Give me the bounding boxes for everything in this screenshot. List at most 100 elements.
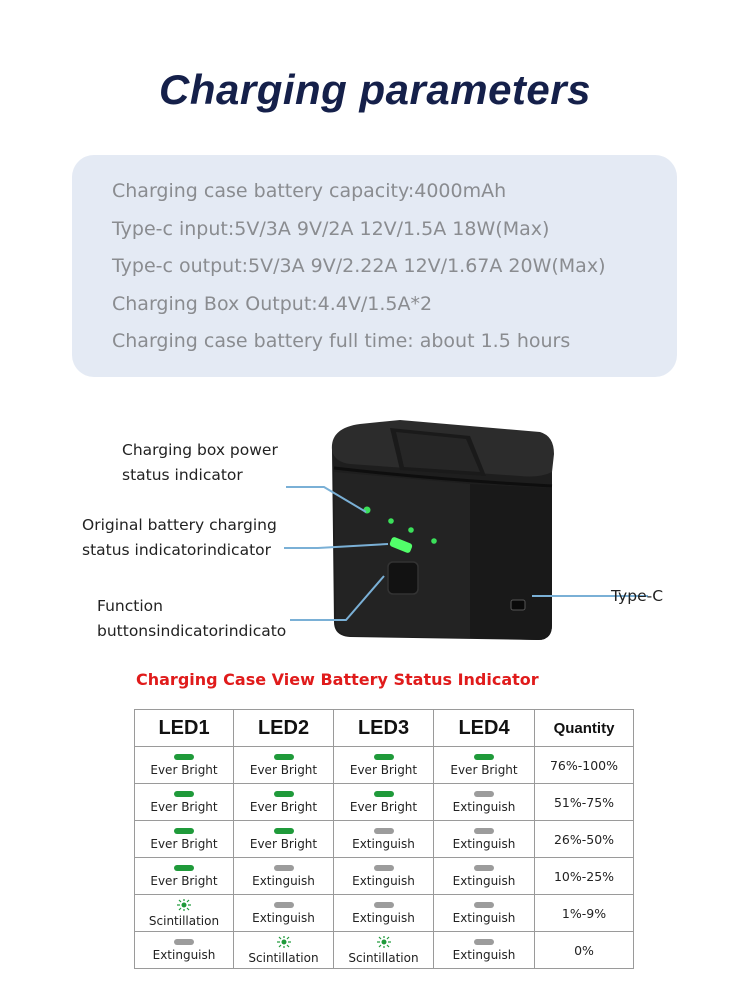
led-on-icon [174, 864, 194, 871]
led-cell: Ever Bright [134, 820, 234, 858]
page-title: Charging parameters [159, 66, 591, 113]
led-cell: Scintillation [333, 931, 434, 969]
led-cell: Extinguish [433, 783, 535, 821]
led-blink-icon [276, 935, 291, 948]
led-off-icon [474, 901, 494, 908]
led-cell: Extinguish [233, 894, 334, 932]
led-cell: Ever Bright [233, 820, 334, 858]
led-off-icon [373, 901, 394, 908]
callout-lines [284, 486, 648, 621]
callout-type-c: Type-C [611, 587, 664, 605]
led-state-label: Extinguish [352, 836, 415, 851]
led-state-label: Ever Bright [249, 762, 318, 777]
led-cell: Extinguish [333, 894, 434, 932]
led-on-icon [474, 753, 494, 760]
quantity-cell: 1%-9% [534, 894, 634, 932]
quantity-cell: 51%-75% [534, 783, 634, 821]
led-blink-icon [376, 935, 391, 948]
led-off-icon [474, 827, 494, 834]
table-row: Ever Bright Ever Bright Extinguish Extingui… [134, 820, 634, 858]
spec-full-time: Charging case battery full time: about 1… [112, 330, 571, 352]
table-header-row: LED1 LED2 LED3 LED4 Quantity [134, 709, 634, 747]
led-cell: Ever Bright [233, 783, 334, 821]
led-on-icon [373, 790, 394, 797]
quantity-cell: 0% [534, 931, 634, 969]
led-off-icon [474, 938, 494, 945]
led-state-label: Scintillation [148, 913, 220, 928]
spec-output: Type-c output:5V/3A 9V/2.22A 12V/1.67A 2… [112, 255, 606, 277]
callout-text: Function [97, 597, 163, 615]
led-cell: Extinguish [333, 820, 434, 858]
led-blink-icon [177, 898, 191, 911]
led-state-label: Extinguish [152, 947, 216, 962]
led-on-icon [273, 790, 294, 797]
led-on-icon [174, 790, 194, 797]
led-cell: Ever Bright [134, 783, 234, 821]
led-cell: Ever Bright [433, 746, 535, 784]
led-state-label: Ever Bright [150, 873, 218, 888]
led-state-label: Ever Bright [349, 799, 418, 814]
quantity-cell: 76%-100% [534, 746, 634, 784]
led-cell: Extinguish [134, 931, 234, 969]
led-off-icon [373, 864, 394, 871]
led-cell: Extinguish [433, 931, 535, 969]
table-title: Charging Case View Battery Status Indica… [136, 670, 539, 689]
led-cell: Extinguish [333, 857, 434, 895]
led-state-label: Extinguish [352, 910, 415, 925]
led-state-label: Scintillation [348, 950, 419, 965]
led-off-icon [273, 901, 294, 908]
spec-input: Type-c input:5V/3A 9V/2A 12V/1.5A 18W(Ma… [112, 217, 550, 240]
header-led1: LED1 [134, 709, 234, 747]
led-status-table: LED1 LED2 LED3 LED4 Quantity Ever Bright… [134, 709, 634, 969]
led-off-icon [373, 827, 394, 834]
table-row: Ever Bright Ever Bright Ever Bright Extingu… [134, 783, 634, 821]
callout-text: status indicatorindicator [82, 541, 272, 559]
spec-panel: Charging case battery capacity:4000mAh T… [72, 155, 677, 377]
led-state-label: Scintillation [248, 950, 319, 965]
led-state-label: Extinguish [452, 836, 516, 851]
table-row: Ever Bright Ever Bright Ever Bright Ever Br… [134, 746, 634, 784]
led-state-label: Ever Bright [450, 762, 518, 777]
quantity-cell: 26%-50% [534, 820, 634, 858]
led-off-icon [174, 938, 194, 945]
led-state-label: Ever Bright [349, 762, 418, 777]
callout-text: Original battery charging [82, 516, 277, 534]
led-state-label: Ever Bright [249, 799, 318, 814]
callout-text: status indicator [122, 466, 243, 484]
led-cell: Scintillation [134, 894, 234, 932]
header-led2: LED2 [233, 709, 334, 747]
led-cell: Ever Bright [333, 746, 434, 784]
callout-function-button: Function buttonsindicatorindicato [97, 594, 286, 644]
spec-box-output: Charging Box Output:4.4V/1.5A*2 [112, 292, 433, 315]
led-state-label: Extinguish [452, 873, 516, 888]
spec-capacity: Charging case battery capacity:4000mAh [112, 180, 507, 202]
header-led3: LED3 [333, 709, 434, 747]
led-cell: Ever Bright [333, 783, 434, 821]
led-cell: Extinguish [233, 857, 334, 895]
led-cell: Extinguish [433, 820, 535, 858]
header-quantity: Quantity [534, 709, 634, 747]
led-off-icon [474, 790, 494, 797]
led-state-label: Extinguish [352, 873, 415, 888]
led-off-icon [273, 864, 294, 871]
led-on-icon [174, 753, 194, 760]
table-row: Ever Bright Extinguish Extinguish Extinguis… [134, 857, 634, 895]
led-on-icon [273, 827, 294, 834]
led-cell: Ever Bright [233, 746, 334, 784]
led-state-label: Extinguish [252, 910, 315, 925]
header-led4: LED4 [433, 709, 535, 747]
led-state-label: Extinguish [252, 873, 315, 888]
led-state-label: Extinguish [452, 947, 516, 962]
led-cell: Ever Bright [134, 746, 234, 784]
led-state-label: Ever Bright [150, 762, 218, 777]
callout-battery-indicator: Original battery charging status indicat… [82, 513, 277, 563]
led-off-icon [474, 864, 494, 871]
led-on-icon [273, 753, 294, 760]
led-state-label: Ever Bright [249, 836, 318, 851]
led-cell: Extinguish [433, 894, 535, 932]
led-cell: Extinguish [433, 857, 535, 895]
callout-power-indicator: Charging box power status indicator [122, 438, 278, 488]
table-row: Extinguish Scintillation Scintillation Exti… [134, 931, 634, 969]
callout-text: buttonsindicatorindicato [97, 622, 287, 640]
